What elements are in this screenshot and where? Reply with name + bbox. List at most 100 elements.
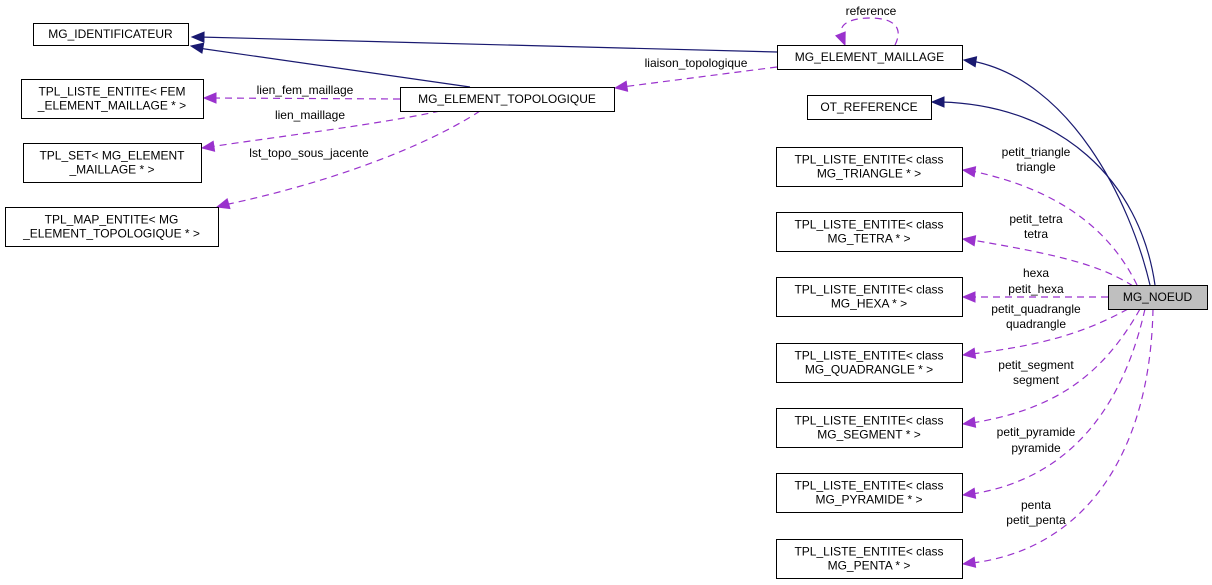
node-box	[776, 212, 963, 252]
edge-label: tetra	[1024, 227, 1048, 241]
usage-edge-mg_noeud-to-tpl_triangle	[961, 166, 1138, 286]
edge-label: hexa	[1023, 266, 1049, 280]
edges-layer	[189, 17, 1156, 568]
class-node-mg-element-maillage[interactable]: MG_ELEMENT_MAILLAGE	[777, 45, 963, 70]
node-box	[777, 45, 963, 70]
arrowhead-icon	[961, 166, 977, 178]
edge-label: segment	[1013, 373, 1060, 387]
edge-line	[971, 170, 1138, 286]
edge-line	[211, 97, 401, 100]
node-label: TPL_LISTE_ENTITE< class	[794, 349, 943, 363]
edge-line	[940, 101, 1156, 286]
edge-label: petit_quadrangle	[991, 302, 1081, 316]
node-label: _MAILLAGE * >	[68, 163, 154, 177]
usage-edge-mg_noeud-to-tpl_hexa	[961, 291, 1108, 303]
edge-line	[971, 308, 1146, 495]
edge-label: pyramide	[1011, 441, 1061, 455]
edge-label: petit_pyramide	[997, 425, 1076, 439]
node-label: MG_QUADRANGLE * >	[805, 363, 933, 377]
node-label: MG_TETRA * >	[827, 232, 910, 246]
node-label: _ELEMENT_MAILLAGE * >	[37, 99, 186, 113]
class-node-mg-noeud[interactable]: MG_NOEUD	[1108, 285, 1208, 310]
edge-line	[971, 60, 1151, 286]
node-box	[807, 95, 932, 120]
node-label: TPL_LISTE_ENTITE< class	[794, 545, 943, 559]
node-label: OT_REFERENCE	[820, 100, 917, 114]
inheritance-edge-mg_element_topologique-to-mg_identificateur	[189, 42, 471, 88]
arrowhead-icon	[961, 556, 977, 568]
node-box	[776, 277, 963, 317]
class-node-tpl-map[interactable]: TPL_MAP_ENTITE< MG_ELEMENT_TOPOLOGIQUE *…	[5, 207, 219, 247]
usage-edge-mg_element_maillage-to-mg_element_maillage	[835, 17, 899, 47]
arrowhead-icon	[215, 198, 231, 210]
node-box	[33, 23, 189, 46]
edge-line	[840, 17, 899, 46]
node-label: MG_HEXA * >	[831, 297, 907, 311]
arrowhead-icon	[962, 56, 978, 68]
inheritance-edge-mg_noeud-to-mg_element_maillage	[962, 56, 1151, 286]
node-label: TPL_LISTE_ENTITE< class	[794, 479, 943, 493]
node-box	[400, 87, 615, 112]
node-label: _ELEMENT_TOPOLOGIQUE * >	[22, 227, 200, 241]
edge-label: lien_maillage	[275, 108, 345, 122]
nodes-layer: MG_IDENTIFICATEUR TPL_LISTE_ENTITE< FEM_E…	[5, 23, 1208, 579]
usage-edge-mg_noeud-to-tpl_tetra	[961, 235, 1134, 287]
class-node-ot-reference[interactable]: OT_REFERENCE	[807, 95, 932, 120]
arrowhead-icon	[613, 80, 629, 92]
node-label: TPL_LISTE_ENTITE< class	[794, 283, 943, 297]
arrowhead-icon	[200, 140, 216, 152]
node-label: TPL_LISTE_ENTITE< class	[794, 218, 943, 232]
arrowhead-icon	[961, 235, 977, 247]
node-label: MG_SEGMENT * >	[817, 428, 920, 442]
edge-label: quadrangle	[1006, 317, 1066, 331]
edge-line	[971, 308, 1154, 564]
node-label: MG_PENTA * >	[828, 559, 911, 573]
usage-edge-mg_noeud-to-tpl_quadrangle	[961, 308, 1129, 359]
class-node-tpl-set[interactable]: TPL_SET< MG_ELEMENT_MAILLAGE * >	[23, 143, 202, 183]
node-label: TPL_MAP_ENTITE< MG	[45, 213, 179, 227]
node-box	[776, 343, 963, 383]
arrowhead-icon	[961, 291, 976, 303]
edge-label: triangle	[1016, 160, 1056, 174]
node-box	[1108, 285, 1208, 310]
arrowhead-icon	[961, 487, 977, 499]
node-label: MG_IDENTIFICATEUR	[48, 27, 173, 41]
usage-edge-mg_noeud-to-tpl_pyramide	[961, 308, 1146, 499]
edge-label: petit_segment	[998, 358, 1074, 372]
node-label: TPL_SET< MG_ELEMENT	[39, 149, 185, 163]
node-box	[776, 408, 963, 448]
arrowhead-icon	[961, 347, 977, 359]
usage-edge-mg_element_maillage-to-mg_element_topologique	[613, 66, 778, 92]
edge-label: penta	[1021, 498, 1051, 512]
class-node-mg-identificateur[interactable]: MG_IDENTIFICATEUR	[33, 23, 189, 46]
node-box	[5, 207, 219, 247]
arrowhead-icon	[189, 42, 205, 54]
edge-label: lien_fem_maillage	[257, 83, 354, 97]
edge-line	[971, 239, 1134, 287]
edge-line	[198, 36, 778, 53]
node-label: MG_PYRAMIDE * >	[815, 493, 922, 507]
node-label: MG_TRIANGLE * >	[817, 167, 921, 181]
edge-line	[971, 308, 1129, 355]
edge-line	[621, 66, 778, 88]
inheritance-edge-mg_noeud-to-ot_reference	[930, 96, 1156, 286]
class-node-mg-element-topologique[interactable]: MG_ELEMENT_TOPOLOGIQUE	[400, 87, 615, 112]
node-box	[776, 473, 963, 513]
arrowhead-icon	[961, 416, 977, 428]
usage-edge-mg_element_topologique-to-tpl_map	[215, 110, 481, 210]
edge-label: reference	[846, 4, 897, 18]
node-box	[21, 79, 204, 119]
usage-edge-mg_element_topologique-to-tpl_liste_fem	[202, 92, 401, 104]
edge-label: liaison_topologique	[645, 56, 748, 70]
arrowhead-icon	[190, 31, 205, 43]
class-node-tpl-liste-fem[interactable]: TPL_LISTE_ENTITE< FEM_ELEMENT_MAILLAGE *…	[21, 79, 204, 119]
edge-line	[971, 308, 1141, 424]
